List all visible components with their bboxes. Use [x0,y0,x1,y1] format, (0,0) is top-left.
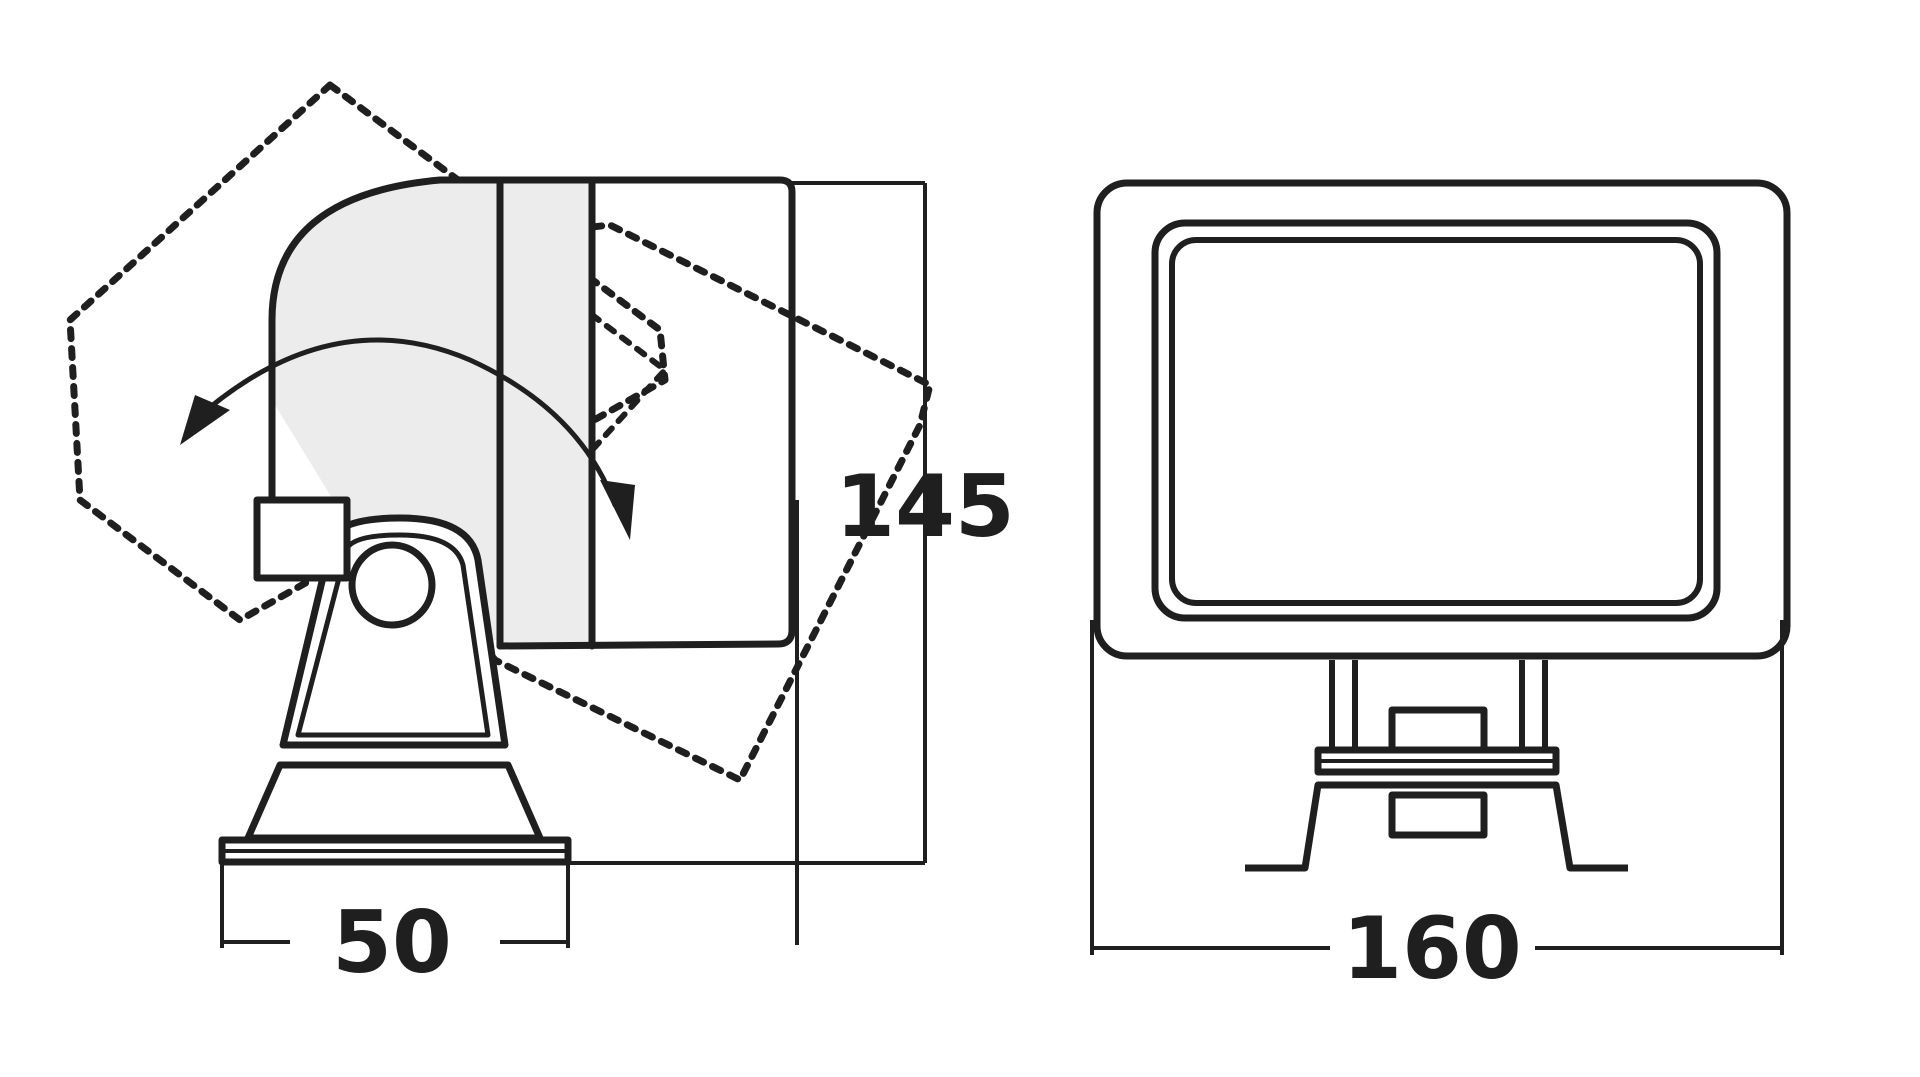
front-dimension-lines [1090,620,1784,955]
pivot-bolt [348,541,436,629]
dimension-width-front: 160 [1342,899,1522,999]
front-view [1093,179,1791,872]
tilted-housing-forward-outline [326,221,934,784]
mount-bracket-inner [295,532,491,738]
stand-feet [1245,781,1628,872]
tilted-housing-back-outline [66,81,669,624]
dimension-width-side: 50 [332,893,452,993]
lens [1169,237,1703,606]
dimension-height: 145 [835,457,1015,557]
stand-clamp-bottom [1388,791,1488,839]
tilt-arrow-left-head [180,395,230,445]
front-housing [1093,179,1791,660]
lens-frame [1151,219,1721,622]
tilt-arrow-right-head [600,480,635,540]
side-clamp [253,496,351,582]
lamp-housing [268,176,796,650]
mount-base [244,761,544,842]
side-view [66,81,934,866]
housing-shade-band [497,182,589,644]
side-dimension-lines [220,181,927,948]
tilt-arrow-arc [192,337,618,508]
